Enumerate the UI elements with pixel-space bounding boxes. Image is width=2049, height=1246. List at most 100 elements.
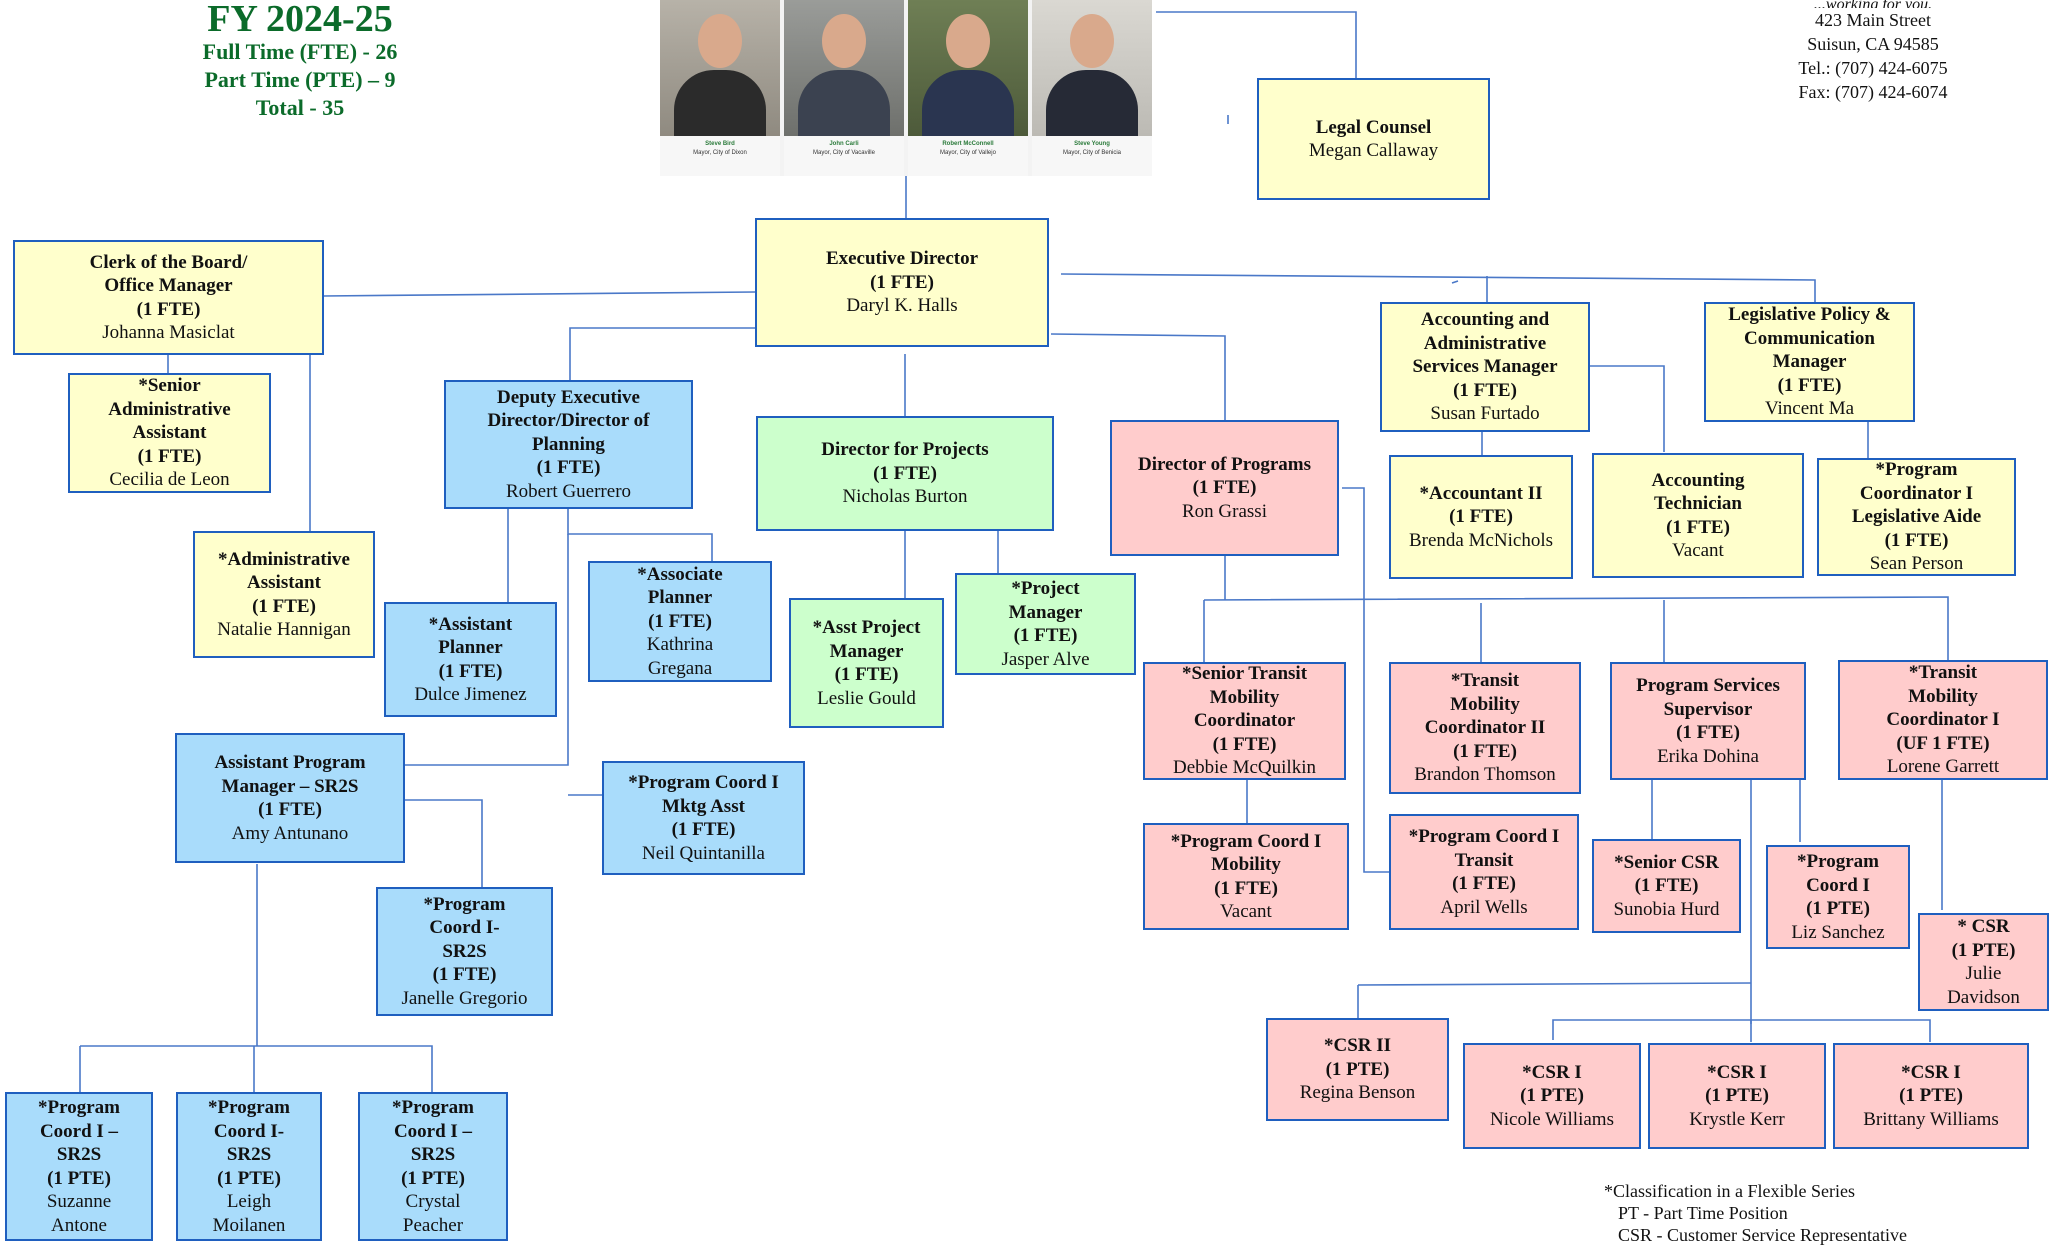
- position-holder: Ron Grassi: [1182, 500, 1267, 522]
- position-csr-i: *CSR I (1 PTE) Krystle Kerr: [1648, 1043, 1826, 1149]
- position-title: *Program Coordinator I Legislative Aide: [1851, 459, 1982, 528]
- address-tel: Tel.: (707) 424-6075: [1798, 58, 1948, 78]
- full-time-count: Full Time (FTE) - 26: [202, 39, 398, 64]
- position-holder: Dulce Jimenez: [414, 684, 527, 705]
- position-transit-mobility-coordinator-ii: *Transit Mobility Coordinator II (1 FTE)…: [1389, 662, 1581, 794]
- position-holder: Kathrina Gregana: [646, 634, 714, 679]
- position-holder: Vacant: [1672, 540, 1724, 561]
- position-fte: (1 FTE): [834, 664, 899, 685]
- position-legislative-policy-manager: Legislative Policy & Communication Manag…: [1704, 302, 1915, 422]
- position-holder: Vacant: [1220, 901, 1272, 922]
- position-holder: Krystle Kerr: [1689, 1108, 1785, 1130]
- position-fte: (1 FTE): [1884, 529, 1949, 551]
- position-fte: (1 FTE): [438, 660, 503, 682]
- position-title: *Assistant Planner: [428, 613, 513, 659]
- position-holder: Natalie Hannigan: [217, 619, 351, 640]
- position-program-coord-sr2s: *Program Coord I- SR2S (1 FTE) Janelle G…: [376, 887, 553, 1016]
- position-asst-project-manager: *Asst Project Manager (1 FTE) Leslie Gou…: [789, 598, 944, 728]
- position-fte: (1 FTE): [252, 595, 316, 617]
- position-title: Legislative Policy & Communication Manag…: [1728, 304, 1891, 373]
- position-holder: Leigh Moilanen: [212, 1191, 286, 1236]
- position-fte: (UF 1 FTE): [1896, 732, 1990, 754]
- position-title: *Senior CSR: [1614, 851, 1719, 873]
- position-title: *CSR I: [1522, 1061, 1582, 1083]
- position-title: *Program Coord I – SR2S: [38, 1097, 120, 1165]
- position-fte: (1 FTE): [432, 964, 497, 986]
- position-title: *Program Coord I Mobility: [1170, 830, 1322, 876]
- position-title: Clerk of the Board/ Office Manager: [89, 251, 248, 297]
- position-title: Deputy Executive Director/Director of Pl…: [487, 386, 650, 455]
- position-title: Assistant Program Manager – SR2S: [214, 752, 366, 797]
- position-fte: (1 FTE): [1192, 477, 1257, 499]
- position-title: *Program Coord I- SR2S: [423, 893, 506, 962]
- position-title: *Transit Mobility Coordinator II: [1424, 670, 1546, 739]
- position-title: *CSR I: [1707, 1061, 1767, 1083]
- position-holder: Brenda McNichols: [1408, 529, 1554, 551]
- position-fte: (1 PTE): [1951, 939, 2016, 961]
- footnote-csr: CSR - Customer Service Representative: [1618, 1225, 1907, 1245]
- position-title: *Program Coord I – SR2S: [392, 1097, 474, 1165]
- position-title: *Asst Project Manager: [812, 617, 921, 662]
- position-fte: (1 PTE): [217, 1167, 281, 1189]
- position-csr-i: *CSR I (1 PTE) Nicole Williams: [1463, 1043, 1641, 1149]
- position-title: Executive Director: [825, 248, 979, 270]
- position-program-coord-mktg: *Program Coord I Mktg Asst (1 FTE) Neil …: [602, 761, 805, 875]
- position-fte: (1 FTE): [1453, 740, 1517, 762]
- position-program-coord-sr2s-pte: *Program Coord I – SR2S (1 PTE) Crystal …: [358, 1092, 508, 1241]
- position-fte: (1 FTE): [671, 819, 736, 840]
- position-program-coord-transit: *Program Coord I Transit (1 FTE) April W…: [1389, 814, 1579, 930]
- position-director-of-programs: Director of Programs (1 FTE) Ron Grassi: [1110, 420, 1339, 556]
- position-accounting-admin-services-manager: Accounting and Administrative Services M…: [1380, 302, 1590, 432]
- portrait-image: [660, 0, 780, 136]
- position-title: *Program Coord I Transit: [1408, 826, 1560, 871]
- position-title: *Program Coord I Mktg Asst: [628, 772, 779, 817]
- position-holder: Crystal Peacher: [402, 1191, 464, 1236]
- position-holder: Lorene Garrett: [1886, 756, 2000, 778]
- portrait-image: [1032, 0, 1152, 136]
- photo-name: Robert McConnell: [942, 141, 994, 147]
- position-program-coordinator-legislative-aide: *Program Coordinator I Legislative Aide …: [1817, 458, 2016, 576]
- position-title: *Senior Transit Mobility Coordinator: [1181, 663, 1308, 732]
- position-holder: Janelle Gregorio: [401, 987, 528, 1009]
- position-clerk-of-board: Clerk of the Board/ Office Manager (1 FT…: [13, 240, 324, 355]
- footnote-classification: *Classification in a Flexible Series: [1604, 1181, 1855, 1201]
- position-senior-csr: *Senior CSR (1 FTE) Sunobia Hurd: [1592, 839, 1741, 933]
- photo-role: Mayor, City of Vallejo: [940, 150, 996, 156]
- photo-role: Mayor, City of Dixon: [693, 150, 747, 156]
- position-csr-pte: * CSR (1 PTE) Julie Davidson: [1918, 913, 2049, 1011]
- agency-address: ...working for you. 423 Main Street Suis…: [1748, 0, 1998, 104]
- position-holder: Jasper Alve: [1001, 648, 1090, 670]
- address-street: 423 Main Street: [1815, 10, 1931, 30]
- position-holder: Johanna Masiclat: [102, 322, 235, 343]
- position-director-for-projects: Director for Projects (1 FTE) Nicholas B…: [756, 416, 1054, 531]
- photo-name: John Carli: [829, 141, 859, 147]
- position-holder: Regina Benson: [1299, 1082, 1416, 1104]
- position-fte: (1 FTE): [1634, 875, 1699, 897]
- position-program-services-supervisor: Program Services Supervisor (1 FTE) Erik…: [1610, 662, 1806, 780]
- position-title: Program Services Supervisor: [1636, 675, 1780, 720]
- position-title: *Program Coord I- SR2S: [208, 1097, 290, 1165]
- footnotes: *Classification in a Flexible Series PT …: [1604, 1180, 1907, 1246]
- position-fte: (1 FTE): [648, 610, 712, 632]
- position-title: Director for Projects: [821, 439, 989, 461]
- position-holder: Brittany Williams: [1863, 1108, 1999, 1130]
- position-fte: (1 FTE): [1449, 506, 1513, 528]
- position-holder: Amy Antunano: [231, 822, 349, 844]
- position-accountant-ii: *Accountant II (1 FTE) Brenda McNichols: [1389, 455, 1573, 579]
- position-program-coord-pte: *Program Coord I (1 PTE) Liz Sanchez: [1766, 845, 1910, 949]
- position-fte: (1 FTE): [137, 445, 202, 467]
- photo-role: Mayor, City of Benicia: [1062, 150, 1122, 156]
- position-holder: Liz Sanchez: [1791, 921, 1885, 943]
- part-time-count: Part Time (PTE) – 9: [204, 67, 396, 92]
- position-holder: Suzanne Antone: [46, 1191, 112, 1236]
- position-associate-planner: *Associate Planner (1 FTE) Kathrina Greg…: [588, 561, 772, 682]
- position-holder: Daryl K. Halls: [846, 295, 958, 317]
- position-holder: Megan Callaway: [1308, 140, 1439, 161]
- position-executive-director: Executive Director (1 FTE) Daryl K. Hall…: [755, 218, 1049, 347]
- position-holder: Sunobia Hurd: [1613, 898, 1720, 920]
